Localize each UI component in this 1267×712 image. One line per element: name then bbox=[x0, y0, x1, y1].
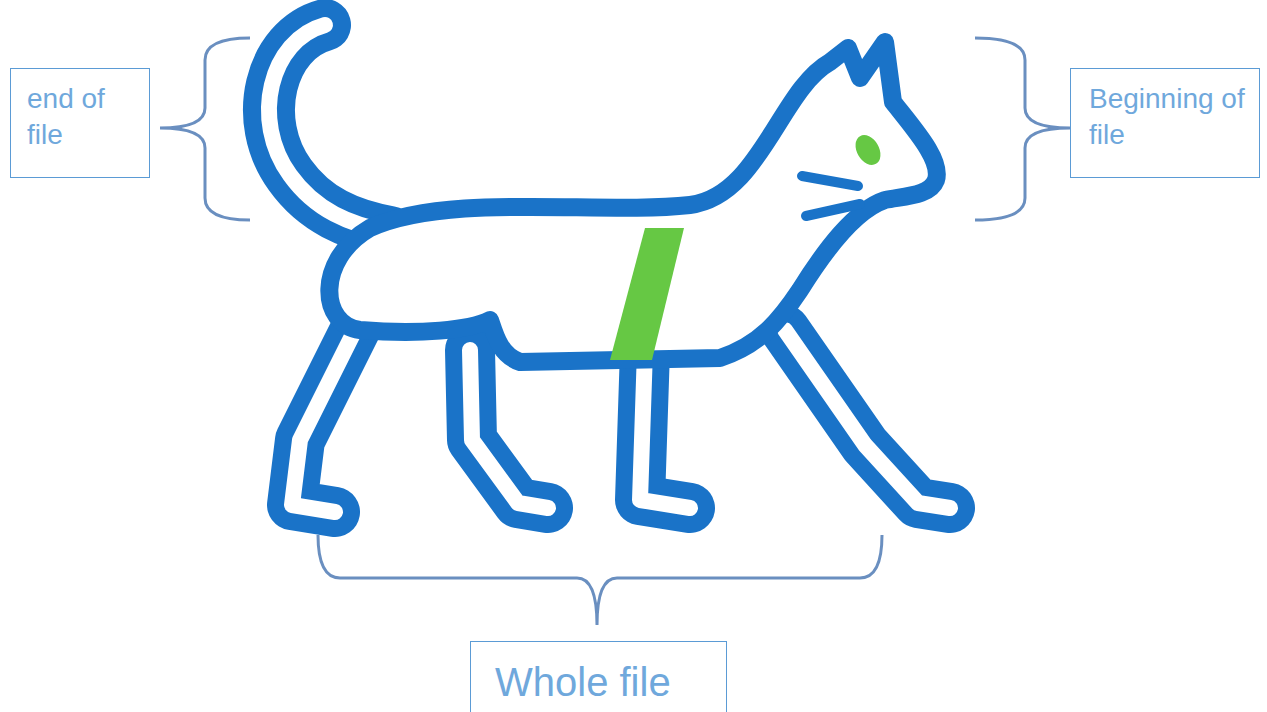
leg-outline bbox=[640, 350, 690, 508]
leg-inner bbox=[292, 320, 360, 512]
curly-bracket bbox=[318, 535, 882, 625]
cat-eye bbox=[850, 131, 885, 170]
cat-tail bbox=[269, 25, 390, 232]
tail-outline bbox=[269, 25, 390, 232]
leg-outline bbox=[292, 320, 360, 512]
label-text: end of file bbox=[27, 81, 143, 154]
label-text: Whole file bbox=[495, 656, 720, 708]
cat-whisker bbox=[802, 176, 858, 186]
curly-bracket bbox=[975, 38, 1070, 220]
label-box: end of file bbox=[10, 68, 150, 178]
cat-body bbox=[329, 42, 936, 362]
label-box: Beginning of file bbox=[1070, 68, 1260, 178]
leg-inner bbox=[470, 350, 548, 508]
leg-inner bbox=[785, 330, 950, 508]
curly-bracket bbox=[160, 38, 250, 220]
cat-whisker bbox=[806, 204, 860, 216]
tail-inner bbox=[269, 25, 390, 232]
highlight-band bbox=[610, 228, 684, 360]
leg-outline bbox=[785, 330, 950, 508]
leg-inner bbox=[640, 350, 690, 508]
label-text: Beginning of file bbox=[1089, 81, 1253, 154]
leg-outline bbox=[470, 350, 548, 508]
label-box: Whole file bbox=[470, 641, 727, 712]
